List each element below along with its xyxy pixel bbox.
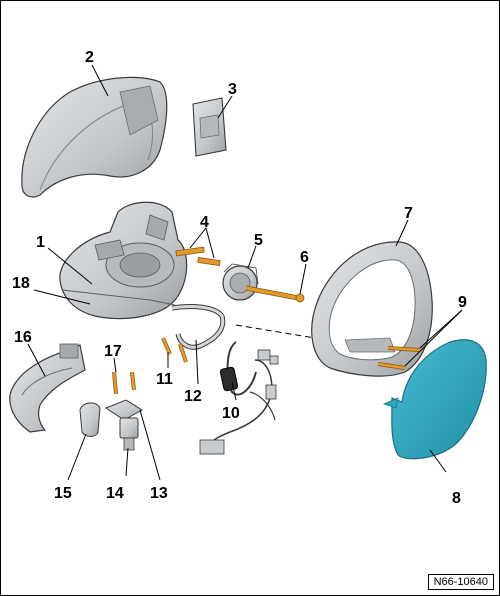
callout-7: 7 <box>404 205 413 222</box>
part-9-screws <box>377 346 421 370</box>
callout-5: 5 <box>254 232 263 249</box>
part-14-lamp <box>119 417 139 451</box>
callout-18: 18 <box>12 275 30 292</box>
figure-reference-code: N66-10640 <box>427 574 494 590</box>
part-4-screws <box>175 246 221 266</box>
callout-16: 16 <box>14 329 32 346</box>
part-11-screws <box>161 337 188 363</box>
part-10-wiring-harness <box>199 341 279 455</box>
callout-6: 6 <box>300 249 309 266</box>
part-8-mirror-glass <box>382 339 487 460</box>
callout-3: 3 <box>228 81 237 98</box>
callout-13: 13 <box>150 485 168 502</box>
callout-17: 17 <box>104 343 122 360</box>
part-5-adjuster-unit <box>222 263 259 301</box>
part-13-bracket <box>104 399 143 421</box>
part-16-lower-trim <box>9 343 86 433</box>
part-17-screws <box>112 371 136 395</box>
part-15-cap <box>79 402 101 437</box>
part-12-wire-loop <box>171 304 226 350</box>
callout-2: 2 <box>85 49 94 66</box>
callout-12: 12 <box>184 388 202 405</box>
part-3-cover-cap <box>192 97 227 157</box>
part-1-mirror-base <box>59 201 188 320</box>
callout-11: 11 <box>156 371 173 388</box>
callout-8: 8 <box>452 490 461 507</box>
leader-lines <box>27 64 463 481</box>
callout-10: 10 <box>222 405 240 422</box>
callout-labels: 2 3 1 4 5 6 7 9 8 10 11 12 13 14 15 16 1… <box>12 49 467 507</box>
callout-1: 1 <box>36 234 45 251</box>
callout-14: 14 <box>106 485 124 502</box>
part-6-bolt <box>245 285 305 303</box>
callout-9: 9 <box>458 294 467 311</box>
callout-4: 4 <box>200 214 209 231</box>
part-7-mirror-frame <box>311 241 433 377</box>
callout-15: 15 <box>54 485 72 502</box>
part-2-housing-cover <box>21 76 168 198</box>
